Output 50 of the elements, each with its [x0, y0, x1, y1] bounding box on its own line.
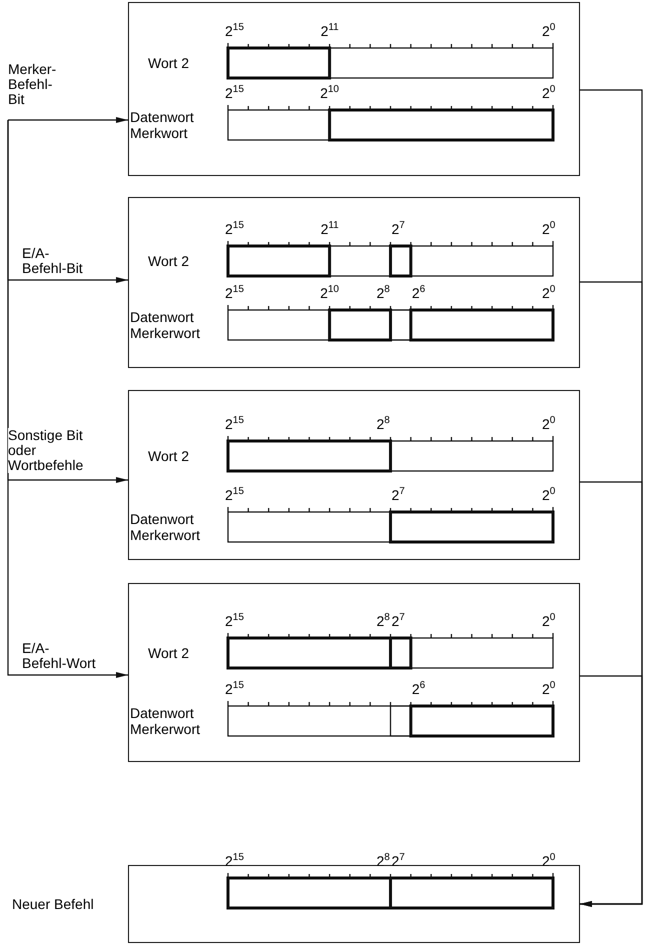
register-name: Datenwort Merkwort: [130, 109, 195, 141]
bit-label: 2$^{0}$: [542, 488, 556, 503]
bit-label: 2$^{7}$: [392, 222, 405, 237]
instruction-panel: [128, 2, 580, 176]
bit-label: 2$^{7}$: [392, 854, 405, 869]
register-name: Datenwort Merkerwort: [130, 705, 202, 737]
bit-label: 2$^{15}$: [225, 854, 244, 869]
bit-label: 2$^{15}$: [225, 614, 244, 629]
panel-title: Neuer Befehl: [12, 896, 94, 912]
bit-label: 2$^{6}$: [412, 286, 426, 301]
edge-label: Sonstige Bit oder Wortbefehle: [8, 428, 84, 473]
bit-label: 2$^{0}$: [542, 682, 556, 697]
bit-label: 2$^{8}$: [376, 417, 390, 432]
instruction-panel: [128, 390, 580, 560]
bit-label: 2$^{15}$: [225, 488, 244, 503]
bit-label: 2$^{15}$: [225, 24, 244, 39]
bit-label: 2$^{8}$: [376, 854, 390, 869]
bit-label: 2$^{0}$: [542, 614, 556, 629]
edge-label: E/A- Befehl-Wort: [22, 641, 97, 671]
bit-label: 2$^{11}$: [320, 24, 339, 39]
bit-label: 2$^{0}$: [542, 24, 556, 39]
arrow: [7, 117, 128, 123]
bit-label: 2$^{15}$: [225, 417, 244, 432]
register-name: Datenwort Merkerwort: [130, 511, 202, 543]
bit-label: 2$^{15}$: [225, 86, 244, 101]
bit-label: 2$^{8}$: [376, 286, 390, 301]
bit-label: 2$^{0}$: [542, 86, 556, 101]
bit-label: 2$^{7}$: [392, 614, 405, 629]
bit-label: 2$^{8}$: [376, 614, 390, 629]
arrow: [7, 120, 128, 678]
register-name: Wort 2: [148, 645, 189, 661]
register-name: Wort 2: [148, 448, 189, 464]
bit-label: 2$^{11}$: [320, 222, 339, 237]
bit-label: 2$^{6}$: [412, 682, 426, 697]
bit-label: 2$^{0}$: [542, 854, 556, 869]
instruction-panel: [128, 583, 580, 762]
bit-label: 2$^{0}$: [542, 417, 556, 432]
bit-label: 2$^{15}$: [225, 286, 244, 301]
register-name: Wort 2: [148, 253, 189, 269]
arrow: [580, 675, 643, 907]
register-name: Wort 2: [148, 55, 189, 71]
bit-label: 2$^{7}$: [392, 488, 405, 503]
bit-label: 2$^{10}$: [320, 86, 339, 101]
register-name: Datenwort Merkerwort: [130, 309, 202, 341]
bit-label: 2$^{10}$: [320, 286, 339, 301]
instruction-panel: [128, 197, 580, 368]
bit-label: 2$^{0}$: [542, 286, 556, 301]
bit-label: 2$^{0}$: [542, 222, 556, 237]
bit-label: 2$^{15}$: [225, 682, 244, 697]
bit-label: 2$^{15}$: [225, 222, 244, 237]
